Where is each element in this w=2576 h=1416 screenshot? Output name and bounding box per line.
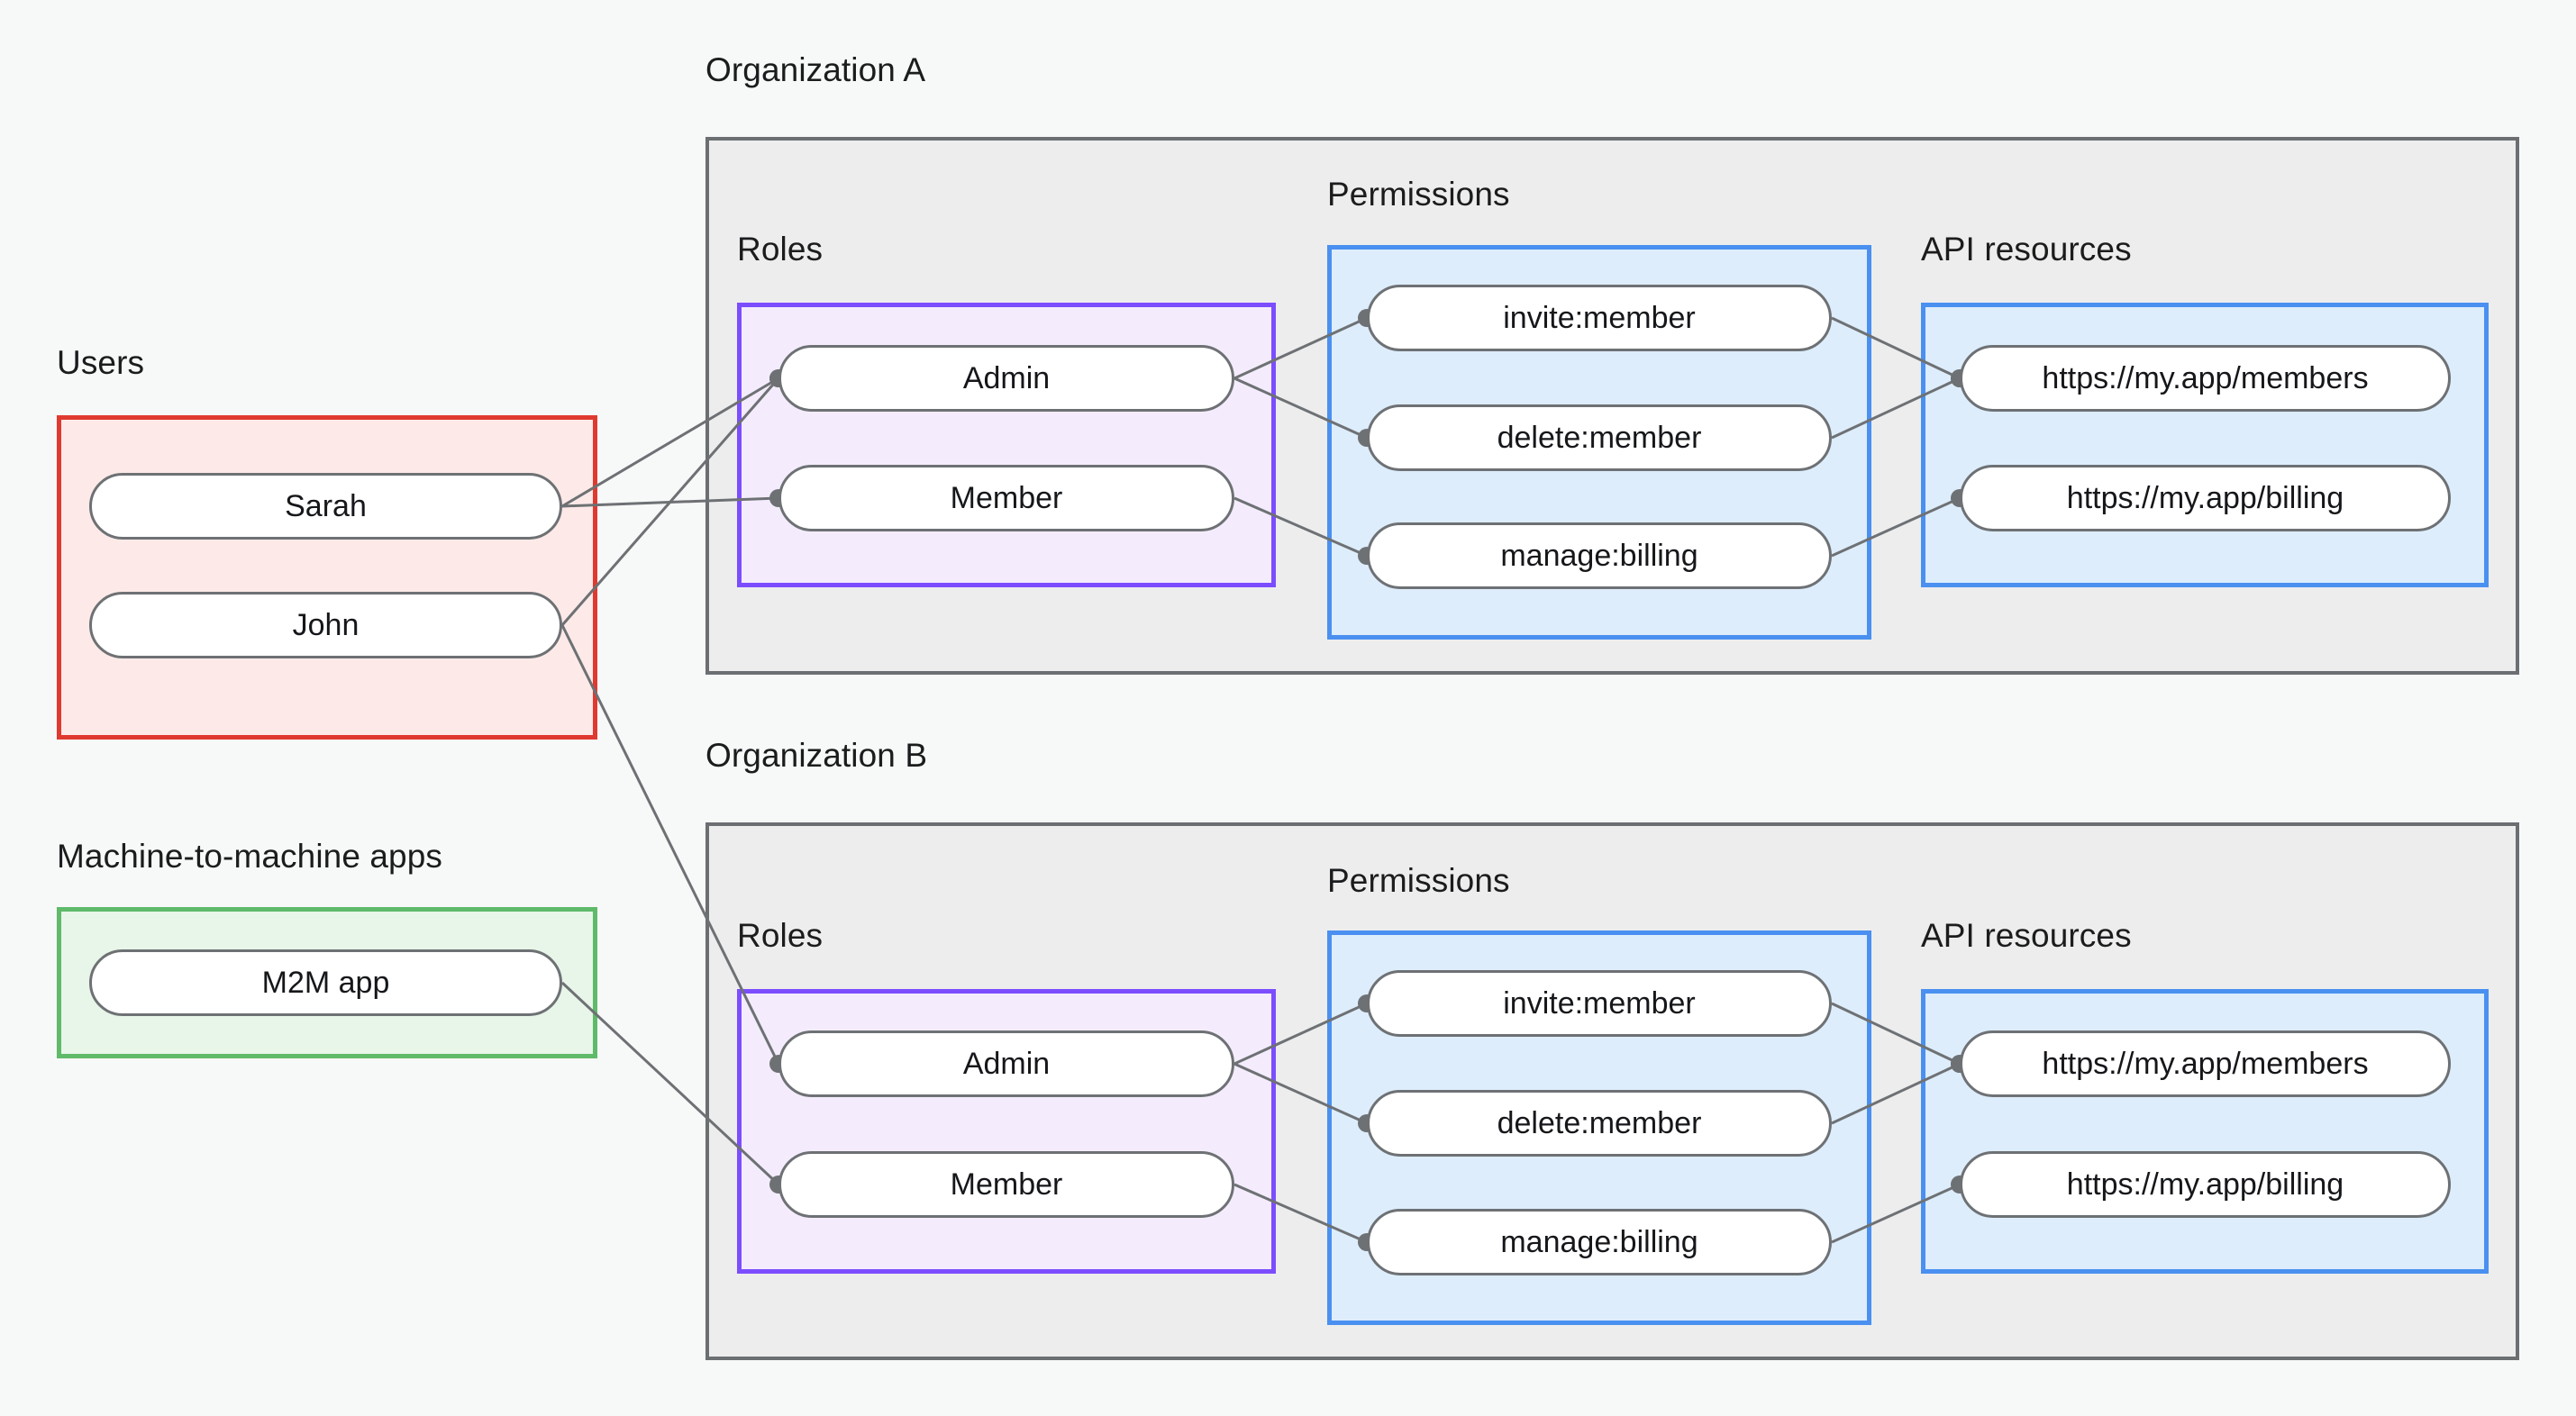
api-resource-node-a-members[interactable]: https://my.app/members bbox=[1960, 345, 2451, 412]
user-node-sarah[interactable]: Sarah bbox=[89, 473, 562, 540]
permission-node-b-billing[interactable]: manage:billing bbox=[1367, 1209, 1832, 1275]
role-node-a-member[interactable]: Member bbox=[778, 465, 1234, 531]
org-a-api-caption: API resources bbox=[1921, 231, 2132, 268]
role-node-a-admin[interactable]: Admin bbox=[778, 345, 1234, 412]
permission-node-b-delete[interactable]: delete:member bbox=[1367, 1090, 1832, 1157]
role-node-b-member[interactable]: Member bbox=[778, 1151, 1234, 1218]
org-b-api-caption: API resources bbox=[1921, 917, 2132, 954]
permission-node-a-invite[interactable]: invite:member bbox=[1367, 285, 1832, 351]
permission-node-a-billing[interactable]: manage:billing bbox=[1367, 522, 1832, 589]
org-b-permissions-caption: Permissions bbox=[1327, 862, 1510, 899]
permission-node-b-invite[interactable]: invite:member bbox=[1367, 970, 1832, 1037]
permission-node-a-delete[interactable]: delete:member bbox=[1367, 404, 1832, 471]
role-node-b-admin[interactable]: Admin bbox=[778, 1030, 1234, 1097]
api-resource-node-b-billing[interactable]: https://my.app/billing bbox=[1960, 1151, 2451, 1218]
api-resource-node-a-billing[interactable]: https://my.app/billing bbox=[1960, 465, 2451, 531]
api-resource-node-b-members[interactable]: https://my.app/members bbox=[1960, 1030, 2451, 1097]
org-b-roles-caption: Roles bbox=[737, 917, 824, 954]
org-b-caption: Organization B bbox=[705, 737, 928, 774]
m2m-node-app[interactable]: M2M app bbox=[89, 949, 562, 1016]
org-a-permissions-caption: Permissions bbox=[1327, 176, 1510, 213]
users-box bbox=[57, 415, 597, 740]
user-node-john[interactable]: John bbox=[89, 592, 562, 658]
m2m-caption: Machine-to-machine apps bbox=[57, 838, 443, 875]
org-a-caption: Organization A bbox=[705, 51, 926, 88]
org-a-roles-caption: Roles bbox=[737, 231, 824, 268]
users-caption: Users bbox=[57, 344, 145, 381]
